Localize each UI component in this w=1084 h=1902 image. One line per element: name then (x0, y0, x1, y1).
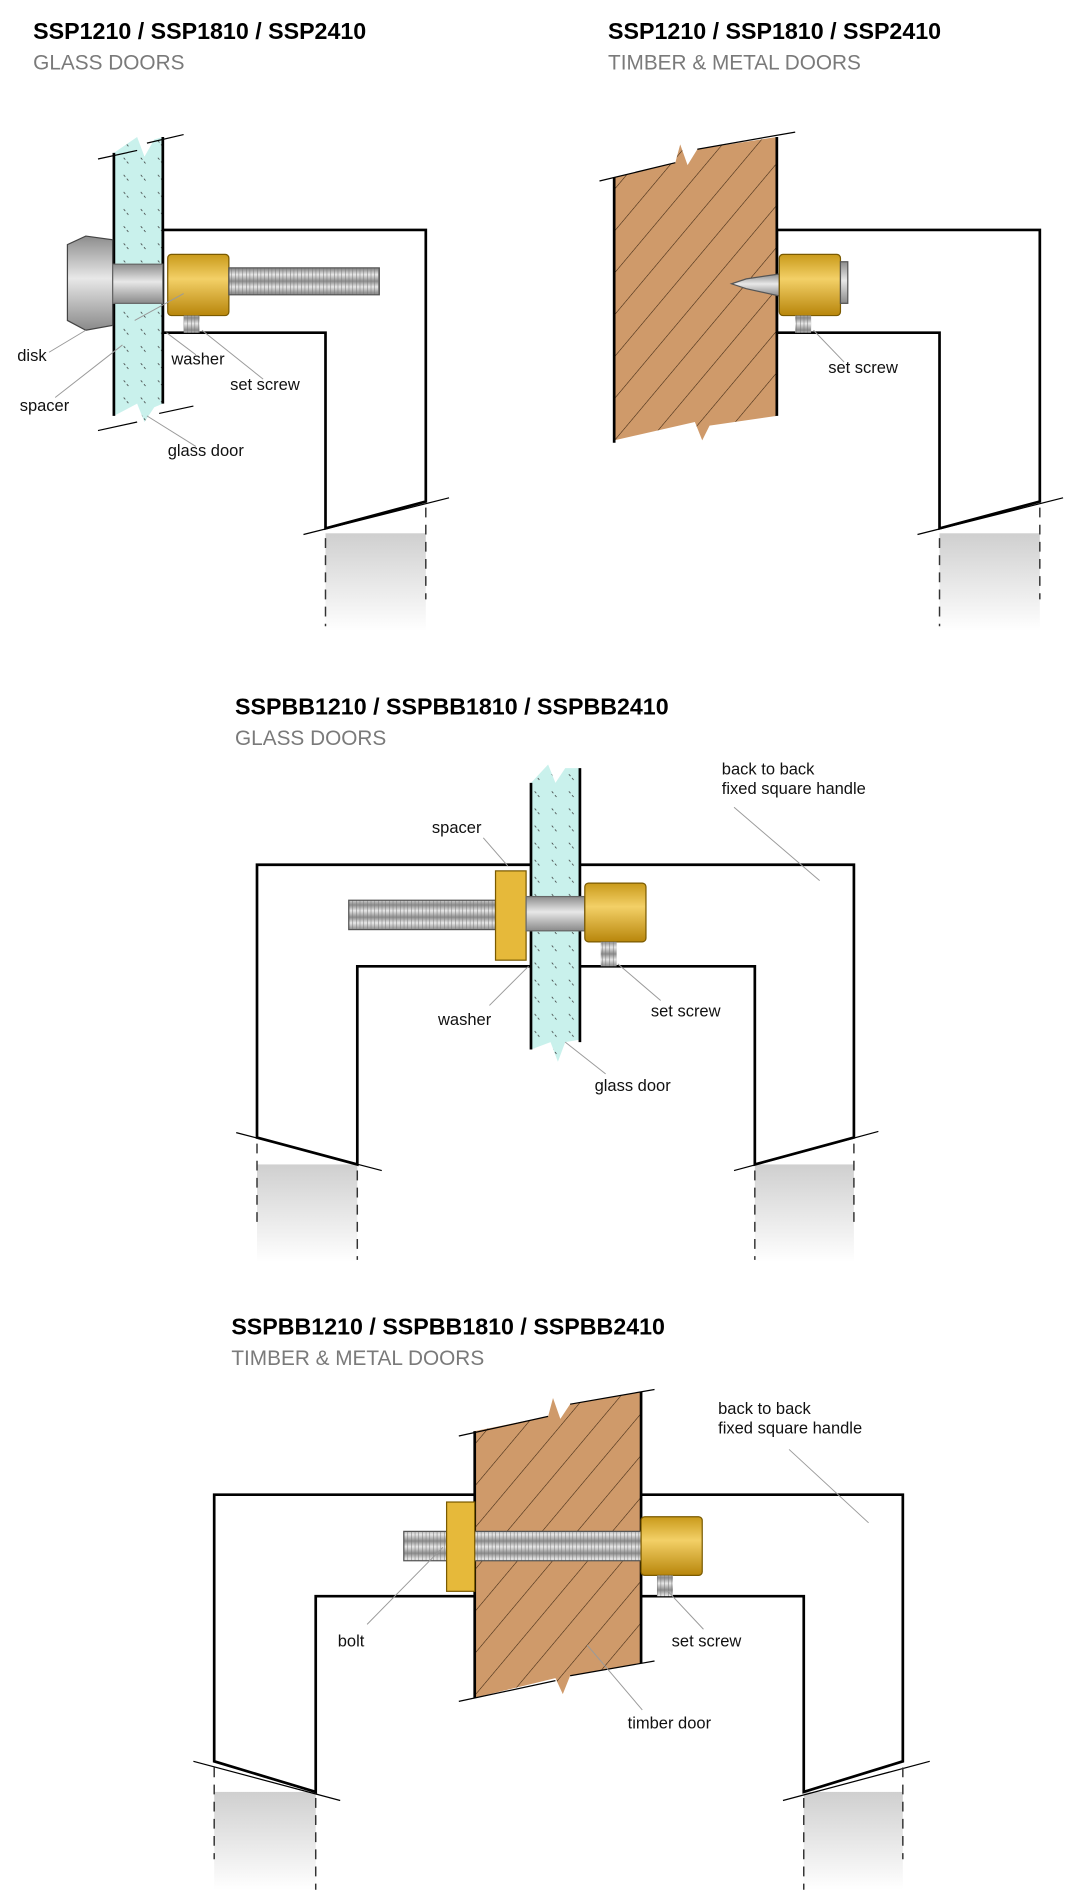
label-disk: disk (17, 347, 47, 365)
label-handle-line1: back to back (718, 1400, 811, 1418)
disk (66, 235, 114, 331)
diagram-title: SSPBB1210 / SSPBB1810 / SSPBB2410 (235, 693, 669, 719)
spacer (112, 263, 164, 304)
timber-door (614, 136, 777, 441)
nut (778, 253, 842, 317)
handle-fade (803, 1791, 903, 1890)
label-glass-door: glass door (595, 1077, 672, 1095)
spacer (494, 870, 527, 961)
washer (445, 1501, 476, 1592)
label-handle-line2: fixed square handle (718, 1420, 862, 1438)
bolt (348, 899, 497, 931)
label-set-screw: set screw (230, 376, 300, 394)
diagram-title: SSPBB1210 / SSPBB1810 / SSPBB2410 (231, 1313, 665, 1339)
handle-fade (214, 1791, 316, 1890)
label-glass-door: glass door (168, 442, 245, 460)
handle-section (212, 1493, 905, 1794)
diagram-subtitle: GLASS DOORS (235, 727, 386, 750)
label-bolt: bolt (338, 1632, 365, 1650)
handle-fade (754, 1164, 854, 1263)
handle-fade (325, 533, 426, 632)
set-screw (600, 941, 617, 967)
handle-fade (257, 1164, 358, 1263)
diagram-subtitle: TIMBER & METAL DOORS (231, 1347, 484, 1370)
label-handle-line2: fixed square handle (722, 780, 866, 798)
set-screw (795, 315, 812, 333)
set-screw (656, 1575, 673, 1597)
label-washer: washer (437, 1011, 492, 1029)
diagram-subtitle: GLASS DOORS (33, 52, 184, 75)
label-set-screw: set screw (651, 1002, 721, 1020)
diagram-subtitle: TIMBER & METAL DOORS (608, 52, 861, 75)
diagram-ssp-glass: SSP1210 / SSP1810 / SSP2410 GLASS DOORS … (17, 18, 450, 632)
nut (584, 882, 647, 943)
set-screw (183, 315, 200, 333)
bolt (228, 267, 380, 296)
nut (640, 1516, 703, 1577)
label-spacer: spacer (20, 397, 70, 415)
label-set-screw: set screw (672, 1632, 742, 1650)
diagram-sspbb-timber: SSPBB1210 / SSPBB1810 / SSPBB2410 TIMBER… (193, 1313, 930, 1890)
diagram-sspbb-glass: SSPBB1210 / SSPBB1810 / SSPBB2410 GLASS … (235, 693, 879, 1263)
diagram-title: SSP1210 / SSP1810 / SSP2410 (33, 18, 366, 44)
label-spacer: spacer (432, 819, 482, 837)
label-washer: washer (170, 350, 225, 368)
diagram-title: SSP1210 / SSP1810 / SSP2410 (608, 18, 941, 44)
nut (167, 253, 230, 317)
label-timber-door: timber door (628, 1714, 712, 1732)
label-set-screw: set screw (828, 359, 898, 377)
handle-fade (939, 533, 1040, 632)
diagram-ssp-timber: SSP1210 / SSP1810 / SSP2410 TIMBER & MET… (599, 18, 1064, 632)
bolt (403, 1530, 643, 1562)
label-handle-line1: back to back (722, 760, 815, 778)
